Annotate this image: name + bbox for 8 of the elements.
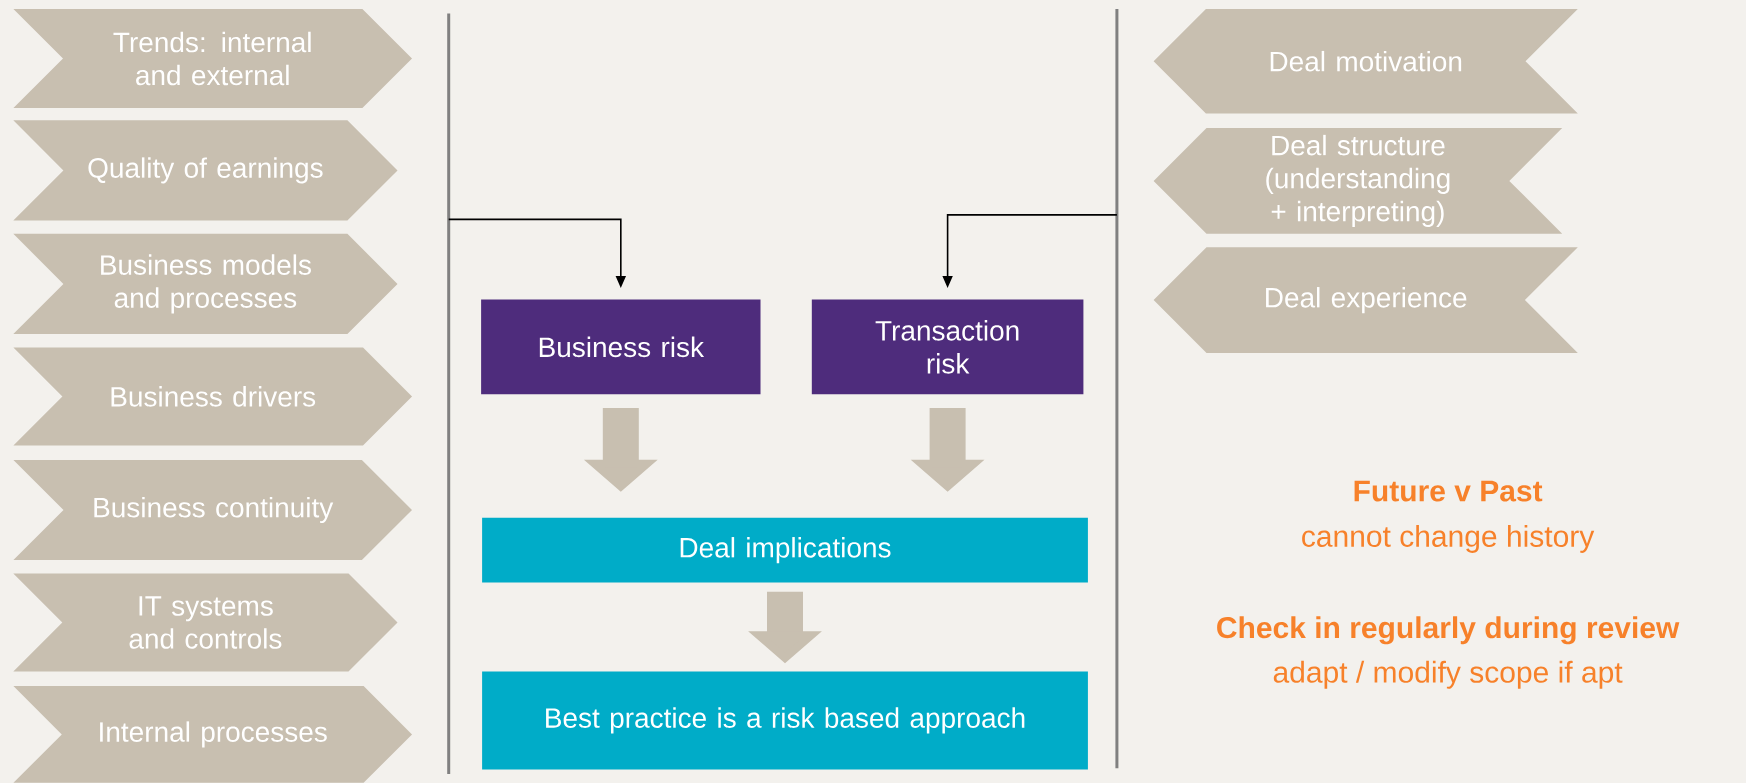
note-text: adapt / modify scope if apt bbox=[1273, 660, 1623, 689]
note-text: Check in regularly during review bbox=[1217, 616, 1680, 645]
risk-box: Transaction risk bbox=[811, 299, 1084, 395]
risk-box: Business risk bbox=[481, 299, 761, 395]
process-box: Best practice is a risk based approach bbox=[482, 671, 1088, 770]
process-box: Deal implications bbox=[482, 517, 1088, 583]
note-text: cannot change history bbox=[1302, 524, 1595, 553]
note-text: Future v Past bbox=[1354, 480, 1543, 502]
